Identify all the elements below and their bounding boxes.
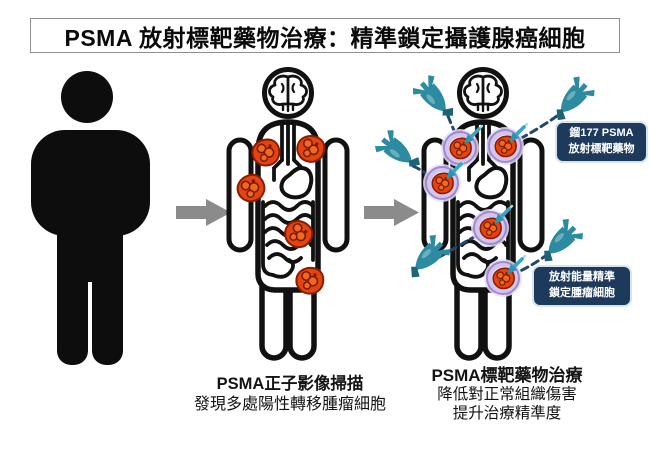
scan-caption-desc: 發現多處陽性轉移腫瘤細胞 — [193, 395, 386, 413]
target-callout-line1: 放射能量精準 — [549, 271, 615, 284]
person-silhouette-icon — [31, 71, 150, 365]
title-box: PSMA 放射標靶藥物治療：精準鎖定攝護腺癌細胞 — [30, 18, 620, 53]
drug-callout: 鎦177 PSMA 放射標靶藥物 — [555, 121, 648, 163]
page-title: PSMA 放射標靶藥物治療：精準鎖定攝護腺癌細胞 — [64, 24, 586, 51]
therapy-caption-desc2: 提升治療精準度 — [452, 404, 562, 422]
target-callout: 放射能量精準 鎖定腫瘤細胞 — [532, 265, 632, 307]
scan-caption-title: PSMA正子影像掃描 — [216, 375, 364, 393]
therapy-caption-title: PSMA標靶藥物治療 — [431, 366, 583, 385]
scan-figure — [229, 70, 347, 359]
arrow-right-icon — [364, 199, 419, 226]
drug-callout-line1: 鎦177 PSMA — [569, 127, 634, 140]
drug-callout-line2: 放射標靶藥物 — [568, 143, 635, 155]
scan-caption: PSMA正子影像掃描 發現多處陽性轉移腫瘤細胞 — [173, 374, 407, 415]
therapy-caption: PSMA標靶藥物治療 降低對正常組織傷害 提升治療精準度 — [394, 366, 620, 423]
therapy-figure — [372, 70, 598, 359]
target-callout-line2: 鎖定腫瘤細胞 — [549, 287, 615, 299]
therapy-caption-desc1: 降低對正常組織傷害 — [437, 386, 577, 404]
arrow-right-icon — [176, 199, 231, 226]
